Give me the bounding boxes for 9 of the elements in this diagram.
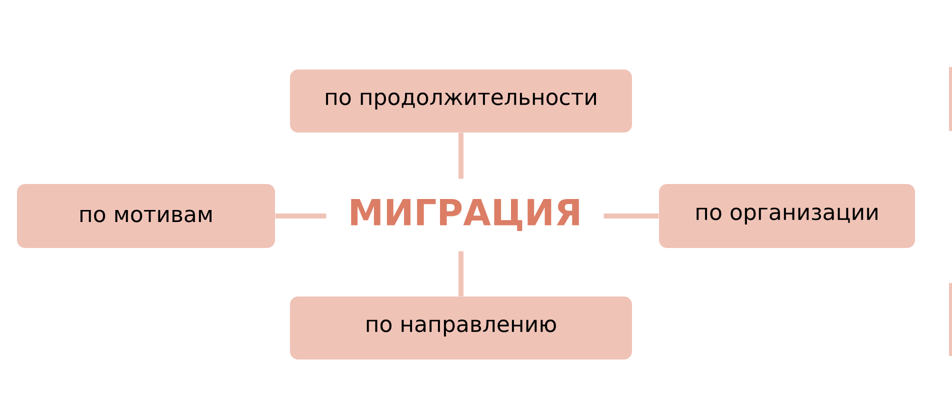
category-box: по направлению <box>290 296 632 360</box>
connector-line <box>458 132 464 179</box>
connector-line <box>458 251 464 296</box>
connector-line <box>604 214 659 218</box>
connector-line <box>275 214 326 218</box>
category-box: по организации <box>659 184 915 248</box>
title-text: МИГРАЦИЯ <box>351 199 579 231</box>
category-box: по продолжительности <box>290 70 632 132</box>
category-box: по мотивам <box>17 184 275 248</box>
